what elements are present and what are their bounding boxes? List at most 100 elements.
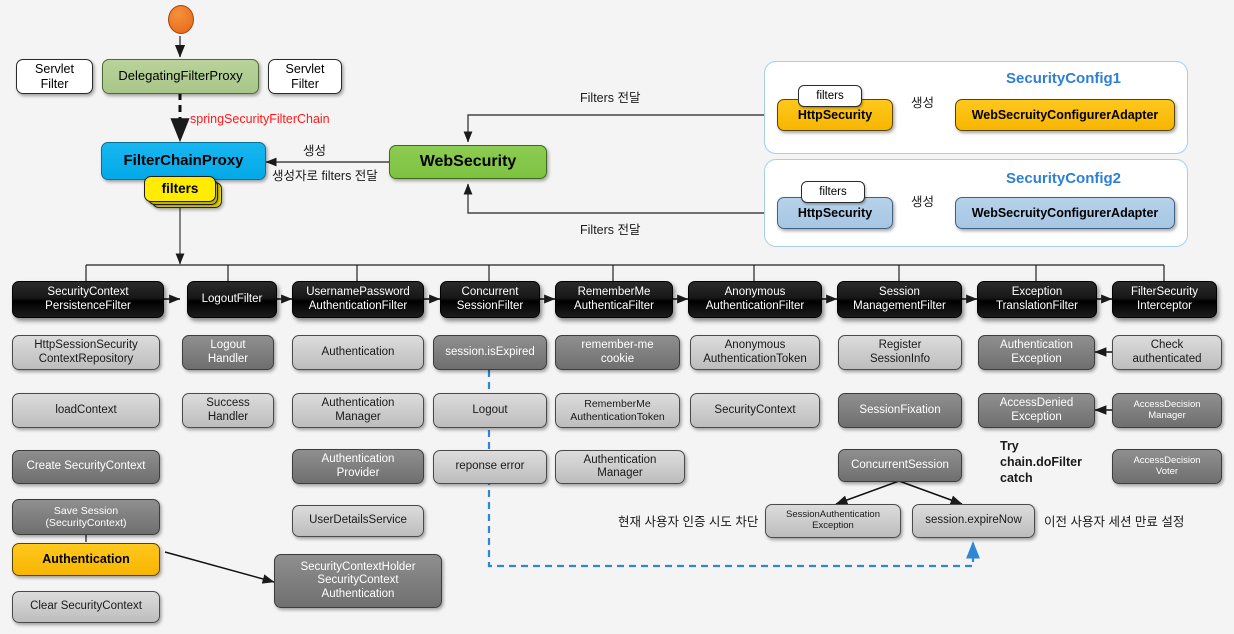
filters-tab-config2: filters (801, 181, 865, 203)
servlet-filter-left-label: Servlet Filter (35, 62, 74, 91)
detail-label: ConcurrentSession (851, 458, 949, 471)
detail-label: Authentication Exception (1000, 339, 1073, 365)
detail-label: RememberMe AuthenticationToken (570, 398, 665, 423)
detail-authentication-provider: Authentication Provider (292, 449, 424, 484)
detail-label: AccessDenied Exception (999, 397, 1074, 423)
detail-authentication-exception: Authentication Exception (978, 335, 1095, 370)
detail-label: SessionFixation (859, 403, 941, 416)
filters-card: filters (144, 176, 216, 202)
detail-clear-security-context: Clear SecurityContext (12, 591, 160, 623)
filter-logout: LogoutFilter (187, 281, 277, 318)
filters-tab-config2-label: filters (819, 186, 847, 198)
detail-http-session-security-context-repository: HttpSessionSecurity ContextRepository (12, 335, 160, 370)
detail-remember-me-authentication-token: RememberMe AuthenticationToken (555, 393, 680, 428)
detail-label: SessionAuthentication Exception (785, 509, 880, 531)
servlet-filter-left: Servlet Filter (16, 59, 93, 94)
detail-label: Success Handler (206, 397, 250, 423)
detail-session-fixation: SessionFixation (838, 393, 962, 428)
detail-label: AccessDecision Voter (1133, 454, 1201, 477)
filter-chain-proxy-label: FilterChainProxy (123, 152, 244, 170)
detail-label: Authentication Manager (583, 453, 657, 479)
detail-label: Authentication Provider (321, 453, 395, 479)
web-security-label: WebSecurity (419, 152, 517, 170)
block-current-user-annotation: 현재 사용자 인증 시도 차단 (618, 515, 759, 529)
detail-reponse-error: reponse error (433, 450, 547, 484)
filter-label: UsernamePassword AuthenticationFilter (306, 286, 410, 312)
detail-label: loadContext (55, 403, 117, 416)
filter-exception-translation: Exception TranslationFilter (977, 281, 1097, 318)
detail-remember-me-cookie: remember-me cookie (555, 335, 680, 370)
detail-label: remember-me cookie (581, 339, 654, 365)
detail-authentication-upa: Authentication (292, 335, 424, 370)
web-security: WebSecurity (389, 145, 547, 179)
detail-authentication-highlight: Authentication (12, 543, 160, 576)
filter-username-password-authentication: UsernamePassword AuthenticationFilter (292, 281, 424, 318)
detail-check-authenticated: Check authenticated (1112, 335, 1222, 370)
detail-label: Clear SecurityContext (30, 600, 142, 613)
detail-authentication-manager-upa: Authentication Manager (292, 393, 424, 428)
web-security-configurer-adapter-2-label: WebSecruityConfigurerAdapter (971, 205, 1159, 220)
detail-logout-handler: Logout Handler (182, 335, 274, 370)
try-catch-annotation: Try chain.doFilter catch (1000, 439, 1082, 485)
filter-remember-me-authentica: RememberMe AuthenticaFilter (555, 281, 673, 318)
detail-access-decision-voter: AccessDecision Voter (1112, 449, 1222, 484)
detail-access-denied-exception: AccessDenied Exception (978, 393, 1095, 428)
delegating-filter-proxy-label: DelegatingFilterProxy (118, 68, 243, 84)
web-security-configurer-adapter-1-label: WebSecruityConfigurerAdapter (971, 107, 1159, 122)
detail-label: Check authenticated (1132, 339, 1202, 365)
filters-card-label: filters (161, 181, 199, 197)
detail-user-details-service: UserDetailsService (292, 505, 424, 537)
detail-label: session.isExpired (445, 345, 535, 358)
filter-security-interceptor: FilterSecurity Interceptor (1112, 281, 1217, 318)
detail-security-context-holder: SecurityContextHolder SecurityContext Au… (274, 554, 442, 608)
filter-anonymous-authentication: Anonymous AuthenticationFilter (688, 281, 822, 318)
detail-logout: Logout (433, 393, 547, 428)
filter-chain-proxy: FilterChainProxy (101, 142, 266, 180)
detail-label: AccessDecision Manager (1133, 398, 1201, 421)
filter-session-management: Session ManagementFilter (837, 281, 962, 318)
filters-transfer-top-label: Filters 전달 (580, 91, 641, 105)
create-label-config2: 생성 (911, 195, 935, 209)
detail-label: reponse error (455, 460, 525, 473)
detail-label: SecurityContext (714, 403, 796, 416)
detail-session-is-expired: session.isExpired (433, 335, 547, 370)
detail-label: Logout Handler (207, 339, 249, 365)
detail-label: SecurityContextHolder SecurityContext Au… (300, 561, 416, 600)
detail-success-handler: Success Handler (182, 393, 274, 428)
filters-transfer-bottom-label: Filters 전달 (580, 223, 641, 237)
filter-label: Exception TranslationFilter (995, 286, 1079, 312)
filter-label: SecurityContext PersistenceFilter (45, 286, 131, 312)
http-security-config1: HttpSecurity (777, 99, 893, 131)
start-node (168, 5, 194, 34)
detail-label: Authentication (42, 552, 130, 567)
filter-label: RememberMe AuthenticaFilter (574, 286, 654, 312)
spring-security-filter-chain-label: springSecurityFilterChain (190, 112, 330, 126)
filter-concurrent-session: Concurrent SessionFilter (440, 281, 540, 318)
filter-label: LogoutFilter (201, 292, 263, 305)
expire-previous-session-annotation: 이전 사용자 세션 만료 설정 (1044, 515, 1185, 529)
servlet-filter-right-label: Servlet Filter (285, 62, 325, 91)
security-config-1-title: SecurityConfig1 (1006, 70, 1122, 87)
detail-label: Create SecurityContext (26, 460, 146, 473)
detail-label: Register SessionInfo (869, 339, 931, 365)
filter-label: Session ManagementFilter (853, 286, 946, 312)
detail-label: Anonymous AuthenticationToken (703, 339, 807, 365)
detail-security-context: SecurityContext (690, 393, 820, 428)
web-security-configurer-adapter-1: WebSecruityConfigurerAdapter (955, 99, 1175, 131)
detail-label: Save Session (SecurityContext) (45, 504, 127, 529)
http-security-config1-label: HttpSecurity (797, 107, 873, 122)
detail-authentication-manager-rm: Authentication Manager (555, 450, 685, 484)
detail-concurrent-session: ConcurrentSession (838, 449, 962, 482)
detail-create-security-context: Create SecurityContext (12, 450, 160, 484)
servlet-filter-right: Servlet Filter (268, 59, 342, 94)
detail-label: Authentication Manager (321, 397, 395, 423)
detail-label: session.expireNow (925, 514, 1022, 527)
detail-session-authentication-exception: SessionAuthentication Exception (765, 504, 901, 538)
filters-tab-config1: filters (798, 85, 862, 107)
create-label-websecurity: 생성 (303, 144, 327, 158)
http-security-config2-label: HttpSecurity (797, 205, 873, 220)
detail-save-session: Save Session (SecurityContext) (12, 499, 160, 535)
filters-tab-config1-label: filters (816, 90, 844, 102)
filter-security-context-persistence: SecurityContext PersistenceFilter (12, 281, 164, 318)
